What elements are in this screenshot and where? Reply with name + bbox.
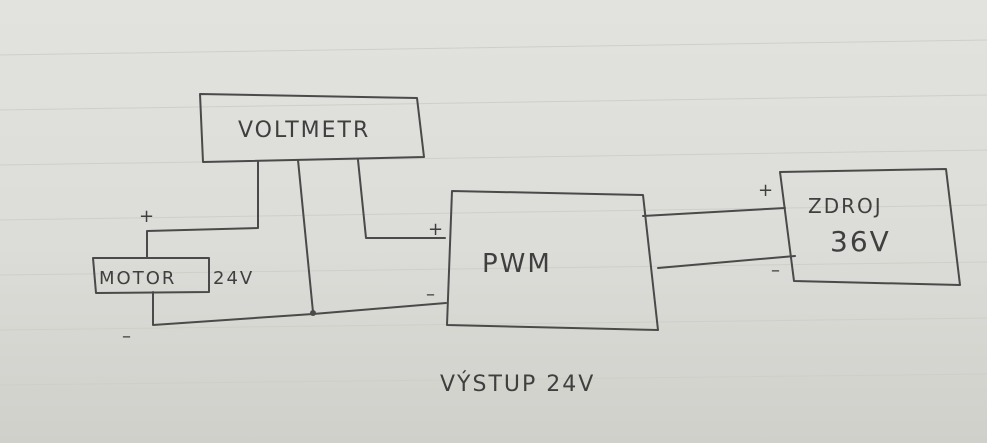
junction-dot bbox=[310, 310, 316, 316]
source-box bbox=[779, 168, 961, 286]
pwm-label: PWM bbox=[482, 249, 552, 279]
motor-plus-sign: + bbox=[139, 206, 156, 227]
source-voltage-label: 36V bbox=[830, 225, 891, 258]
output-label: VÝSTUP 24V bbox=[440, 371, 595, 397]
motor-label: MOTOR bbox=[99, 268, 176, 289]
pwm-box bbox=[446, 190, 659, 331]
pwm-minus-sign: – bbox=[426, 284, 437, 305]
paper-lines bbox=[0, 39, 987, 386]
source-minus-sign: – bbox=[771, 260, 782, 281]
voltmeter-label: VOLTMETR bbox=[238, 118, 370, 143]
motor-box bbox=[92, 257, 210, 294]
source-plus-sign: + bbox=[758, 180, 775, 201]
motor-minus-sign: – bbox=[122, 326, 133, 347]
motor-voltage-label: 24V bbox=[213, 268, 254, 289]
wires bbox=[146, 159, 796, 326]
source-label: ZDROJ bbox=[808, 194, 883, 218]
voltmeter-box bbox=[199, 93, 425, 163]
pwm-plus-sign: + bbox=[428, 219, 445, 240]
